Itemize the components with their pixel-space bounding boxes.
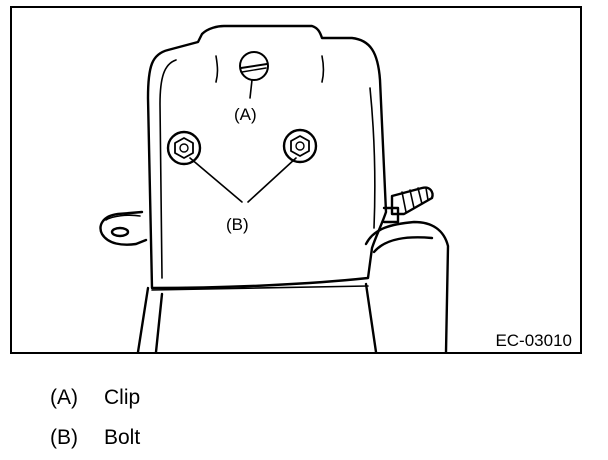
legend-row-clip: (A) Clip [50, 386, 140, 410]
clip-a [239, 51, 269, 81]
callout-label-a: (A) [234, 105, 257, 124]
legend-key-a: (A) [50, 386, 78, 409]
leader-line-b-left [189, 157, 243, 203]
right-fitting [382, 186, 434, 224]
bolt-b-right [282, 128, 318, 164]
legend-row-bolt: (B) Bolt [50, 426, 140, 450]
cover-plate [146, 24, 388, 290]
callout-label-b: (B) [226, 215, 249, 234]
legend-label-bolt: Bolt [104, 426, 141, 449]
lower-housing [136, 282, 378, 352]
leader-line-a [249, 79, 253, 99]
legend-key-b: (B) [50, 426, 78, 449]
left-bracket-tab [99, 210, 148, 246]
bolt-b-left [166, 130, 202, 166]
figure-frame: (A) (B) EC-03010 [10, 6, 582, 354]
leader-line-b-right [247, 157, 297, 203]
rear-housing [364, 220, 450, 352]
figure-code: EC-03010 [495, 331, 572, 350]
legend-label-clip: Clip [104, 386, 141, 409]
component-illustration: (A) (B) EC-03010 [99, 24, 572, 352]
